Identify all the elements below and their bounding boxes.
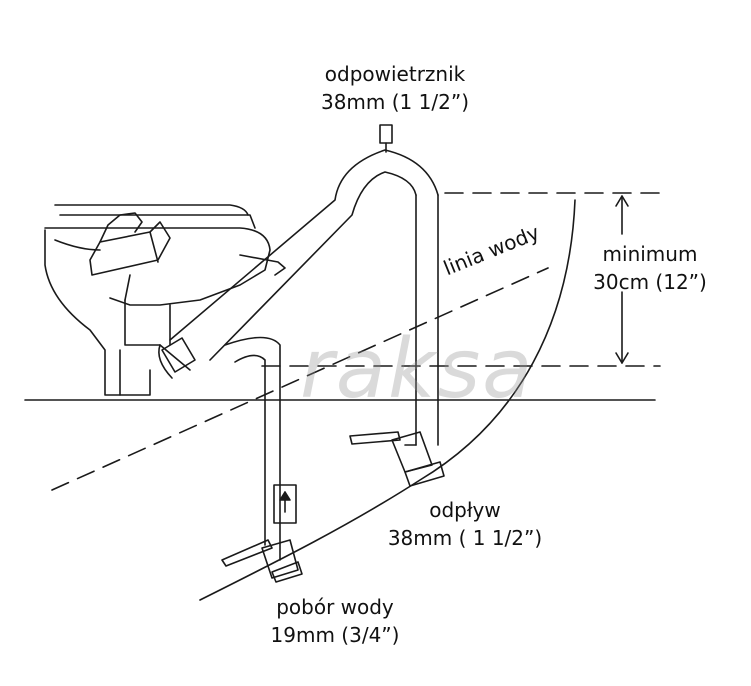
intake-hose — [224, 336, 297, 561]
minimum-label: minimum 30cm (12”) — [575, 240, 725, 296]
vent-label: odpowietrznik 38mm (1 1/2”) — [300, 60, 490, 116]
vent-label-name: odpowietrznik — [324, 62, 466, 86]
intake-label-size: 19mm (3/4”) — [270, 623, 400, 647]
outlet-seacock — [349, 431, 445, 487]
intake-seacock — [221, 539, 303, 583]
waterline-dash — [51, 267, 549, 491]
minimum-dimension-arrow — [615, 195, 629, 364]
watermark-text: raksa — [300, 322, 535, 417]
pump-handle — [89, 212, 286, 301]
minimum-label-name: minimum — [602, 242, 698, 266]
intake-label-name: pobór wody — [276, 595, 394, 619]
minimum-label-size: 30cm (12”) — [593, 270, 707, 294]
vent-label-size: 38mm (1 1/2”) — [320, 90, 469, 114]
outlet-label-size: 38mm ( 1 1/2”) — [387, 526, 543, 550]
vent-fitting — [379, 124, 393, 153]
outlet-label: odpływ 38mm ( 1 1/2”) — [370, 496, 560, 552]
toilet-bowl — [44, 204, 271, 396]
discharge-hose — [158, 149, 439, 446]
hose-clamp — [161, 337, 196, 373]
intake-label: pobór wody 19mm (3/4”) — [245, 593, 425, 649]
outlet-label-name: odpływ — [429, 498, 501, 522]
